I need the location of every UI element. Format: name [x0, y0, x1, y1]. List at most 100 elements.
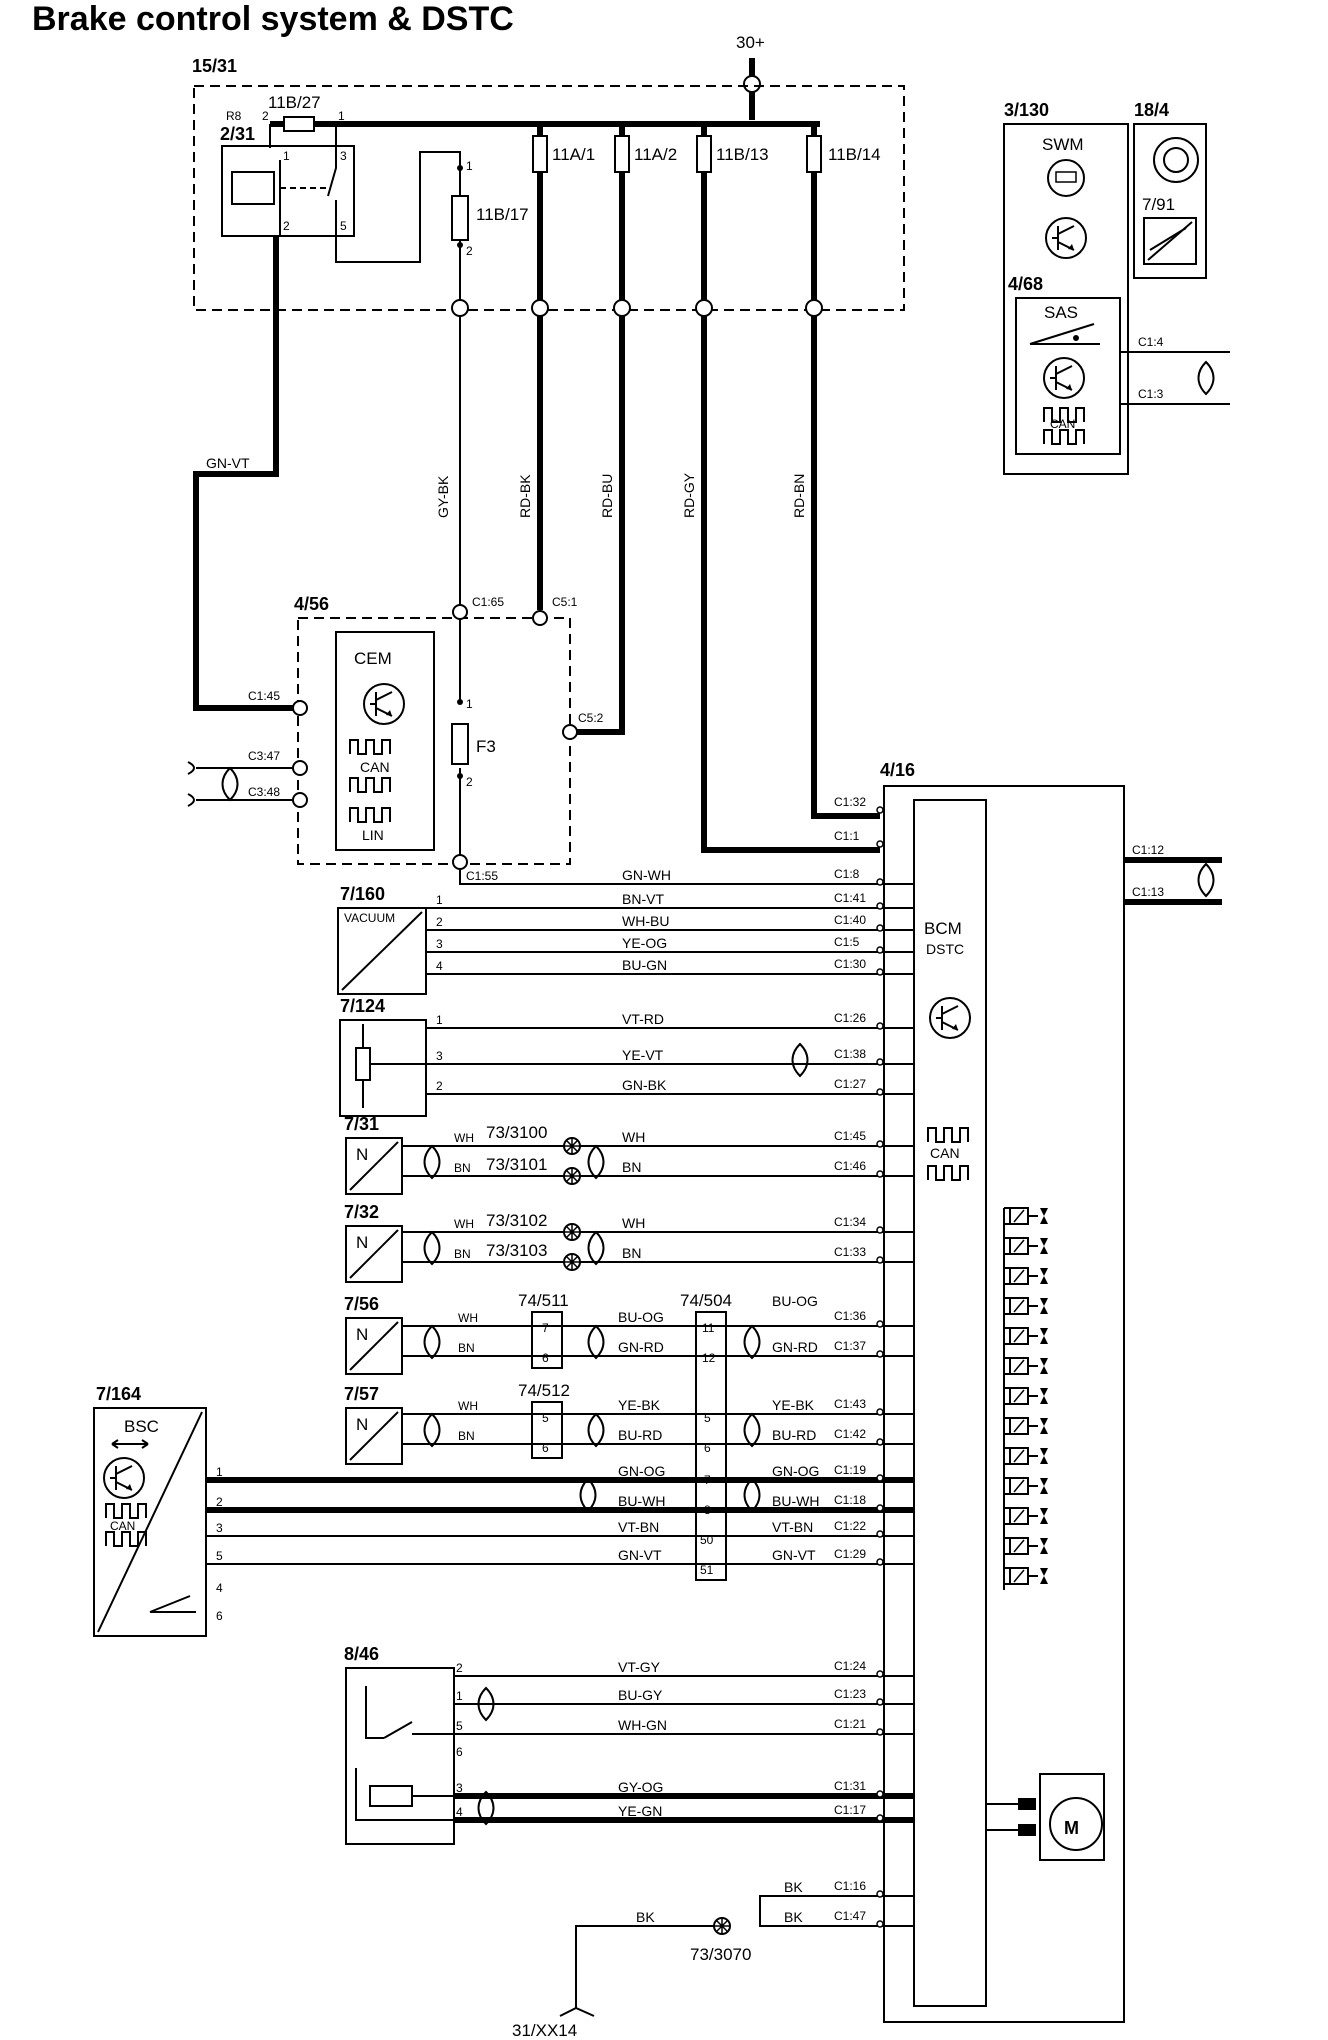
svg-text:4: 4	[436, 959, 443, 973]
splice-icon	[563, 1253, 581, 1271]
swm-box-label: 3/130	[1004, 100, 1049, 120]
node	[292, 792, 308, 808]
potentiometer-icon	[355, 1047, 371, 1081]
svg-text:11: 11	[702, 1321, 715, 1335]
fuse-11a1	[532, 135, 548, 173]
cem-lin: LIN	[362, 827, 384, 843]
transistor-icon	[1043, 357, 1085, 399]
svg-text:N: N	[356, 1415, 368, 1434]
twisted-pair-icon	[743, 1478, 761, 1512]
node	[805, 299, 823, 317]
bcm-pin-node	[876, 1920, 884, 1928]
sensor-icon	[1147, 221, 1193, 261]
pin-label: 2	[262, 109, 269, 123]
wire-label-rd-bu: RD-BU	[599, 474, 615, 518]
node	[531, 299, 549, 317]
svg-text:GN-RD: GN-RD	[772, 1339, 818, 1355]
svg-text:73/3100: 73/3100	[486, 1123, 547, 1142]
svg-text:1: 1	[436, 1013, 443, 1027]
bcm-pin-label: C1:36	[834, 1309, 866, 1323]
svg-text:YE-BK: YE-BK	[772, 1397, 815, 1413]
svg-text:WH: WH	[458, 1399, 478, 1413]
sas-name: SAS	[1044, 303, 1078, 322]
bcm-pin-label: C1:21	[834, 1717, 866, 1731]
wss3-label: 7/56	[344, 1294, 379, 1314]
horn-icon	[1153, 137, 1199, 183]
transistor-icon	[929, 997, 971, 1039]
svg-text:BK: BK	[636, 1909, 655, 1925]
pin-label: 2	[283, 219, 290, 233]
cem-pin: C1:65	[472, 595, 504, 609]
svg-text:YE-BK: YE-BK	[618, 1397, 661, 1413]
svg-text:WH-BU: WH-BU	[622, 913, 669, 929]
svg-text:GN-VT: GN-VT	[772, 1547, 816, 1563]
svg-text:BK: BK	[784, 1909, 803, 1925]
switch-box	[345, 1667, 455, 1845]
svg-text:5: 5	[704, 1411, 711, 1425]
connector-74-511	[531, 1311, 563, 1369]
bcm-pin-node	[876, 1058, 884, 1066]
svg-text:2: 2	[436, 915, 443, 929]
bcm-pin-node	[876, 1890, 884, 1898]
svg-text:WH: WH	[458, 1311, 478, 1325]
bcm-pin-label: C1:38	[834, 1047, 866, 1061]
pot-wires	[426, 1027, 914, 1095]
svg-text:5: 5	[216, 1549, 223, 1563]
bcm-pin-label: C1:1	[834, 829, 860, 843]
bcm-pin-node	[876, 1474, 884, 1482]
wire-rd-bn	[811, 316, 880, 819]
bcm-pin-label: C1:18	[834, 1493, 866, 1507]
bcm-pin-node	[876, 840, 884, 848]
pot-sensor-label: 7/124	[340, 996, 385, 1016]
pin-label: 2	[466, 244, 473, 258]
bcm-pin-node	[876, 1022, 884, 1030]
switch-box-label: 8/46	[344, 1644, 379, 1664]
splice-icon	[563, 1137, 581, 1155]
bcm-pin-node	[876, 946, 884, 954]
can-wave-icon	[105, 1503, 147, 1519]
svg-text:6: 6	[456, 1745, 463, 1759]
bcm-pin-label: C1:23	[834, 1687, 866, 1701]
svg-text:1: 1	[456, 1689, 463, 1703]
relay-box	[221, 145, 355, 237]
svg-text:M: M	[1064, 1818, 1079, 1838]
twisted-pair-icon	[587, 1413, 605, 1447]
wire-rd-bu	[572, 316, 625, 735]
svg-text:BN: BN	[454, 1247, 471, 1261]
twisted-pair-icon	[1197, 863, 1215, 897]
wire-gn-wh	[459, 870, 914, 885]
supply-node	[743, 75, 761, 93]
bcm-pin-label: C1:31	[834, 1779, 866, 1793]
node	[613, 299, 631, 317]
svg-text:4: 4	[456, 1805, 463, 1819]
svg-text:74/511: 74/511	[518, 1291, 569, 1310]
bcm-pin-label: C1:45	[834, 1129, 866, 1143]
wss1-label: 7/31	[344, 1114, 379, 1134]
wss4-label: 7/57	[344, 1384, 379, 1404]
node	[562, 724, 578, 740]
horn-box-label: 18/4	[1134, 100, 1169, 120]
svg-text:VT-BN: VT-BN	[772, 1519, 813, 1535]
bcm-pin-labels: C1:32C1:1C1:8C1:41C1:40C1:5C1:30C1:26C1:…	[834, 795, 884, 1928]
wss2-wires	[402, 1231, 914, 1263]
can-wave-icon	[349, 739, 391, 755]
bcm-pin-label: C1:43	[834, 1397, 866, 1411]
coil-icon	[369, 1785, 413, 1807]
clock-spring-icon	[1047, 159, 1085, 197]
vacuum-label: VACUUM	[344, 911, 395, 925]
node	[532, 610, 548, 626]
twisted-pair-icon	[423, 1325, 441, 1359]
svg-text:BN: BN	[458, 1341, 475, 1355]
svg-text:1: 1	[216, 1465, 223, 1479]
relay-coil	[231, 171, 275, 205]
svg-text:2: 2	[456, 1661, 463, 1675]
wire-gn-vt	[193, 236, 300, 711]
svg-text:BN-VT: BN-VT	[622, 891, 664, 907]
bcm-pin-node	[876, 1438, 884, 1446]
svg-text:6: 6	[542, 1351, 549, 1365]
bcm-pin-node	[876, 1558, 884, 1566]
cem-pin: C5:1	[552, 595, 578, 609]
svg-text:12: 12	[702, 1351, 716, 1365]
bcm-pin-label: C1:8	[834, 867, 860, 881]
bcm-pin-label: C1:47	[834, 1909, 866, 1923]
